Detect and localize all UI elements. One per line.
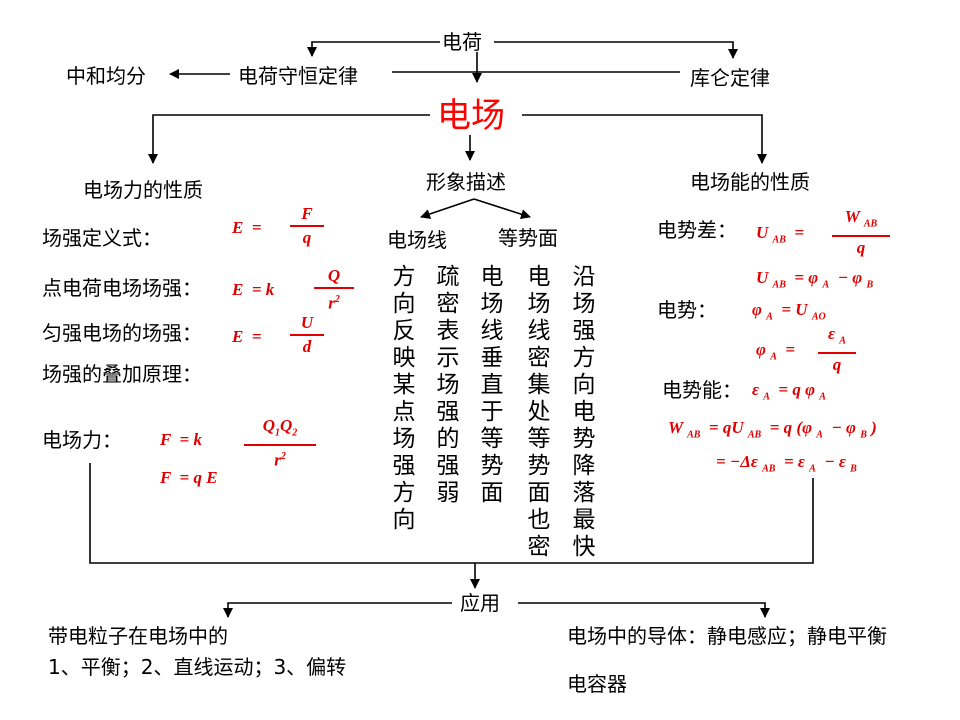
arrow-application-to-right bbox=[518, 602, 770, 618]
node-force-properties: 电场力的性质 bbox=[83, 178, 203, 202]
label-field-lines: 电场线 bbox=[387, 228, 447, 252]
arrow-application-to-left bbox=[223, 602, 452, 618]
label-electric-force: 电场力： bbox=[42, 428, 122, 452]
node-description: 形象描述 bbox=[426, 170, 506, 194]
line-bottom-collector bbox=[89, 463, 814, 564]
arrow-field-to-energy bbox=[522, 114, 767, 164]
application-charged-particle: 带电粒子在电场中的 bbox=[48, 624, 228, 648]
node-neutralize: 中和均分 bbox=[66, 64, 146, 88]
arrow-charge-to-conservation bbox=[307, 41, 440, 57]
formula-force-qE: F = q E bbox=[160, 468, 218, 487]
formula-potential-difference-phi: U AB = φ A − φ B bbox=[756, 268, 874, 291]
arrow-description-to-equipotential bbox=[473, 198, 531, 220]
label-uniform-field: 匀强电场的场强： bbox=[42, 321, 202, 345]
label-potential: 电势： bbox=[657, 298, 717, 322]
label-equipotential-surface: 等势面 bbox=[498, 226, 558, 250]
label-potential-difference: 电势差： bbox=[657, 218, 737, 242]
label-potential-energy: 电势能： bbox=[662, 378, 742, 402]
formula-work: W AB = qU AB = q (φ A − φ B ) bbox=[668, 418, 877, 441]
node-energy-properties: 电场能的性质 bbox=[690, 170, 810, 194]
application-motion-types: 1、平衡；2、直线运动；3、偏转 bbox=[48, 655, 347, 679]
node-electric-field-title: 电场 bbox=[437, 96, 505, 136]
label-superposition: 场强的叠加原理： bbox=[42, 362, 202, 386]
vertical-text-dense-surfaces: 电场线密集处等势面也密 bbox=[527, 264, 551, 560]
node-charge: 电荷 bbox=[442, 30, 482, 54]
vertical-text-direction: 方向反映某点场强方向 bbox=[392, 264, 416, 533]
node-conservation-law: 电荷守恒定律 bbox=[238, 64, 358, 88]
label-point-charge-field: 点电荷电场场强： bbox=[42, 276, 202, 300]
node-application: 应用 bbox=[460, 591, 500, 615]
arrow-charge-to-coulomb bbox=[494, 41, 738, 59]
vertical-text-density: 疏密表示场强的强弱 bbox=[436, 264, 460, 506]
formula-potential-energy: ε A = q φ A bbox=[752, 380, 826, 403]
label-field-definition: 场强定义式： bbox=[42, 226, 162, 250]
node-coulomb-law: 库仑定律 bbox=[690, 66, 770, 90]
application-conductor: 电场中的导体：静电感应；静电平衡 bbox=[567, 624, 887, 648]
vertical-text-fastest-drop: 沿场强方向电势降落最快 bbox=[572, 264, 596, 560]
arrow-description-to-lines bbox=[420, 198, 475, 219]
formula-potential-uao: φ A = U AO bbox=[752, 300, 826, 323]
application-capacitor: 电容器 bbox=[567, 672, 627, 696]
arrow-field-to-force bbox=[148, 114, 430, 164]
vertical-text-perpendicular: 电场线垂直于等势面 bbox=[480, 264, 504, 506]
formula-work-energy: = −Δε AB = ε A − ε B bbox=[716, 452, 857, 475]
